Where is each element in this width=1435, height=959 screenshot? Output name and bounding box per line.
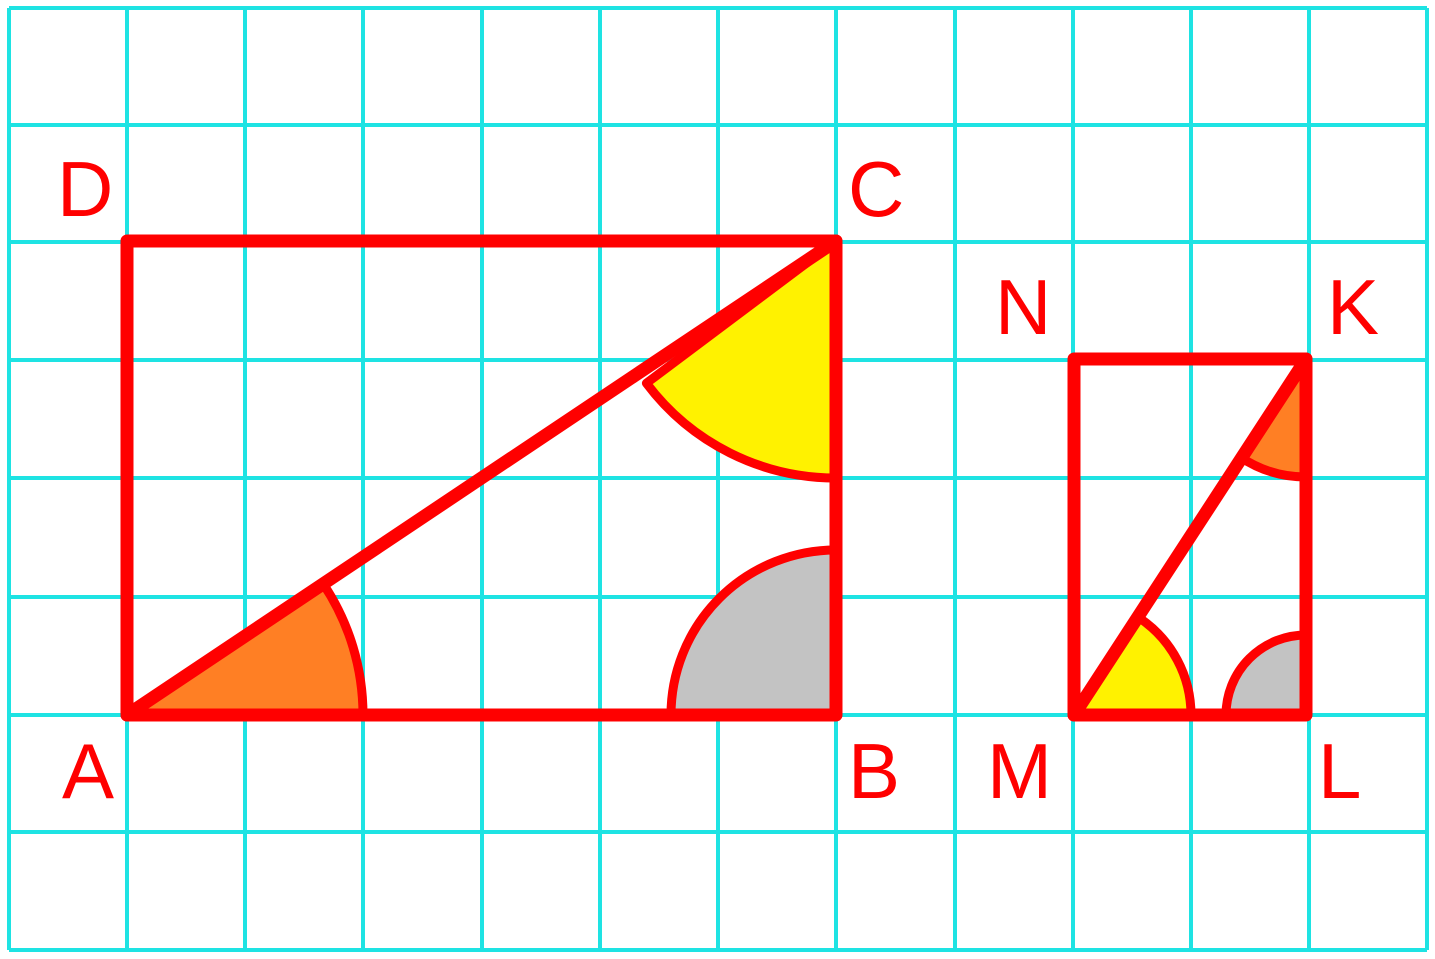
label-m: M (987, 727, 1052, 815)
label-k: K (1327, 263, 1379, 351)
grid-paper (7, 6, 1429, 952)
small-rectangle-figure (1067, 352, 1313, 722)
angle-l-sector (1221, 630, 1311, 720)
diagonal-mk (1067, 352, 1313, 722)
angle-b-sector (666, 545, 841, 720)
vertex-labels: D C A B N K M L (57, 145, 1379, 815)
label-a: A (62, 727, 114, 815)
label-n: N (995, 263, 1051, 351)
label-b: B (848, 727, 900, 815)
label-d: D (57, 145, 113, 233)
rectangle-mlkn (1067, 352, 1313, 722)
rectangle-abcd (120, 234, 843, 722)
angle-m-sector (1069, 613, 1196, 720)
angle-c-sector (641, 236, 841, 483)
large-rectangle-figure (120, 234, 843, 722)
label-c: C (848, 145, 904, 233)
label-l: L (1318, 727, 1361, 815)
diagonal-ac (120, 234, 843, 722)
